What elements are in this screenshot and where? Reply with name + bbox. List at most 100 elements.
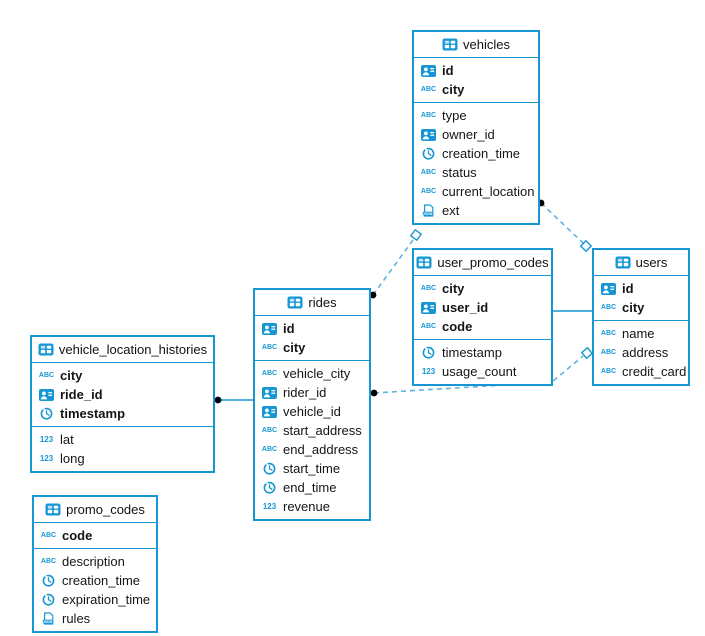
column-label: id <box>442 63 454 78</box>
column-label: usage_count <box>442 364 517 379</box>
uuid-icon <box>601 282 616 295</box>
table-icon <box>615 256 631 269</box>
column-label: city <box>60 368 83 383</box>
column-label: end_time <box>283 480 337 495</box>
relationship-vehicles-to-users <box>537 199 593 253</box>
column-id: id <box>255 319 369 338</box>
column-label: id <box>622 281 634 296</box>
column-city: ABC city <box>32 366 213 385</box>
table-header[interactable]: users <box>594 250 688 276</box>
column-label: current_location <box>442 184 535 199</box>
string-icon: ABC <box>261 370 278 377</box>
uuid-icon <box>39 388 54 401</box>
column-label: end_address <box>283 442 359 457</box>
timestamp-icon <box>263 481 276 494</box>
column-label: revenue <box>283 499 330 514</box>
column-type-icon: 123 <box>261 502 278 511</box>
table-header[interactable]: promo_codes <box>34 497 156 523</box>
column-type-icon: ABC <box>420 112 437 119</box>
column-label: code <box>442 319 473 334</box>
column-label: timestamp <box>60 406 126 421</box>
column-type-icon: 123 <box>38 453 55 463</box>
table-icon <box>287 296 303 309</box>
many-end-diamond <box>580 346 594 360</box>
column-type-icon <box>420 301 437 314</box>
json-icon: JSON <box>42 612 54 625</box>
uuid-icon <box>262 386 277 399</box>
column-type-icon: ABC <box>420 323 437 330</box>
column-owner_id: owner_id <box>414 125 538 144</box>
number-icon: 123 <box>39 453 54 463</box>
column-type-icon <box>420 346 437 359</box>
string-icon: ABC <box>420 285 437 292</box>
table-title: vehicles <box>463 37 510 52</box>
many-end-diamond <box>409 228 423 242</box>
timestamp-icon <box>40 407 53 420</box>
column-type-icon: ABC <box>600 330 617 337</box>
string-icon: ABC <box>600 368 617 375</box>
column-label: city <box>283 340 306 355</box>
column-label: credit_card <box>622 364 687 379</box>
column-type-icon: ABC <box>38 372 55 379</box>
column-vehicle_id: vehicle_id <box>255 402 369 421</box>
string-icon: ABC <box>40 532 57 539</box>
column-label: ride_id <box>60 387 103 402</box>
column-id: id <box>594 279 688 298</box>
column-type-icon <box>261 481 278 494</box>
uuid-icon <box>421 301 436 314</box>
column-type-icon: ABC <box>600 304 617 311</box>
column-start_time: start_time <box>255 459 369 478</box>
uuid-icon <box>262 322 277 335</box>
column-label: user_id <box>442 300 489 315</box>
relationship-rides-to-vehicles <box>369 228 423 299</box>
table-header[interactable]: vehicles <box>414 32 538 58</box>
number-icon: 123 <box>39 434 54 444</box>
column-type-icon <box>420 147 437 160</box>
column-type-icon: ABC <box>261 427 278 434</box>
table-title: promo_codes <box>66 502 145 517</box>
uuid-icon <box>421 64 436 77</box>
column-current_location: ABC current_location <box>414 182 538 201</box>
table-header[interactable]: user_promo_codes <box>414 250 551 276</box>
column-revenue: 123 revenue <box>255 497 369 516</box>
one-end-dot <box>370 389 378 397</box>
column-type-icon <box>600 282 617 295</box>
table-header[interactable]: vehicle_location_histories <box>32 337 213 363</box>
table-header[interactable]: rides <box>255 290 369 316</box>
column-label: address <box>622 345 669 360</box>
column-type-icon <box>420 64 437 77</box>
table-title: vehicle_location_histories <box>58 342 208 357</box>
column-label: id <box>283 321 295 336</box>
many-end-diamond <box>579 239 593 253</box>
uuid-icon <box>262 405 277 418</box>
column-label: status <box>442 165 477 180</box>
column-type-icon: ABC <box>420 188 437 195</box>
string-icon: ABC <box>261 427 278 434</box>
column-type-icon: JSON <box>420 204 437 217</box>
relationship-rides-to-users <box>370 346 594 397</box>
column-label: rider_id <box>283 385 327 400</box>
column-type-icon: ABC <box>261 344 278 351</box>
column-label: expiration_time <box>62 592 151 607</box>
string-icon: ABC <box>600 330 617 337</box>
